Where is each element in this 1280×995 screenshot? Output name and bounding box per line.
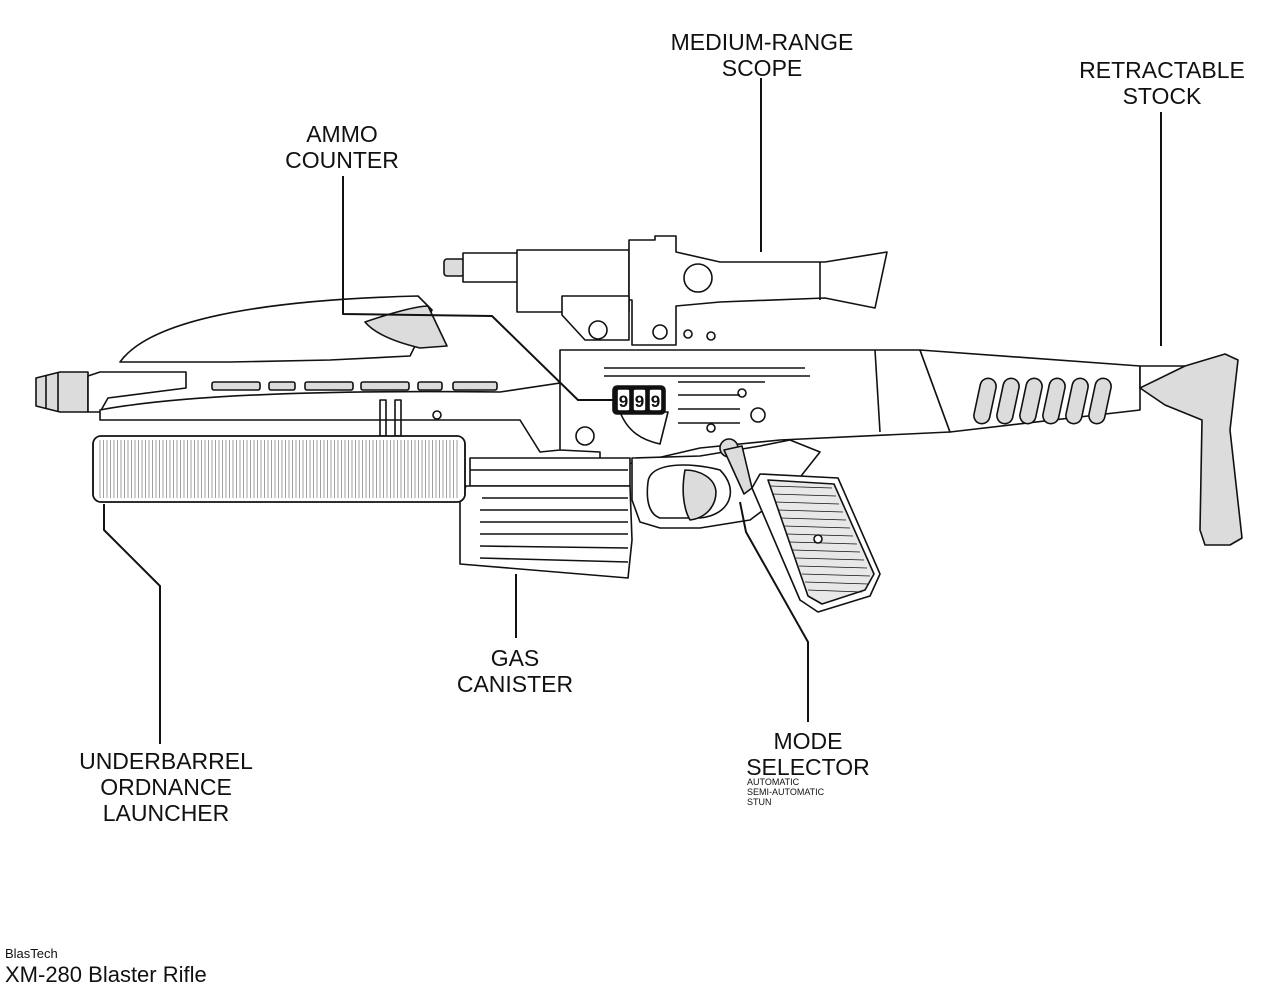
label-retractable-stock: RETRACTABLE STOCK [1062,57,1262,109]
label-line: MODE [773,728,843,754]
leader-ammo [342,176,613,401]
label-underbarrel-ordnance-launcher: UNDERBARREL ORDNANCE LAUNCHER [62,748,270,826]
receiver [559,349,951,469]
manufacturer-name: BlasTech [5,946,58,961]
mode-lever [719,438,753,495]
label-line: CANISTER [456,671,574,697]
underbarrel-launcher [92,435,466,503]
leader-launcher [103,504,161,744]
scope [443,235,888,360]
label-line: COUNTER [285,147,399,173]
stock [919,349,1243,546]
label-line: SELECTOR [746,754,870,780]
label-line: AMMO [306,121,378,147]
mode-option-stun: STUN [747,797,772,807]
label-line: UNDERBARREL [79,748,253,774]
stock-slots [973,377,1112,425]
label-line: ORDNANCE [100,774,232,800]
leader-lines [103,78,1162,744]
grip-and-trigger [631,439,881,613]
label-gas-canister: GAS CANISTER [440,645,590,697]
gas-canister [459,457,633,579]
label-line: LAUNCHER [102,800,230,826]
ammo-counter [612,385,666,415]
label-mode-selector: MODE SELECTOR [744,728,872,780]
leader-mode [739,501,809,722]
mode-option-semi-automatic: SEMI-AUTOMATIC [747,787,825,797]
label-line: GAS [490,645,540,671]
model-name: XM-280 Blaster Rifle [5,962,207,987]
muzzle [35,371,187,413]
grip-texture [769,485,871,593]
mode-option-automatic: AUTOMATIC [747,777,800,787]
label-line: RETRACTABLE [1079,57,1245,83]
label-line: SCOPE [721,55,803,81]
barrel-shroud [99,295,613,453]
label-medium-range-scope: MEDIUM-RANGE SCOPE [655,29,869,81]
label-line: MEDIUM-RANGE [670,29,854,55]
label-ammo-counter: AMMO COUNTER [262,121,422,173]
mode-options-list: AUTOMATIC SEMI-AUTOMATIC STUN [747,777,824,807]
label-line: STOCK [1122,83,1202,109]
